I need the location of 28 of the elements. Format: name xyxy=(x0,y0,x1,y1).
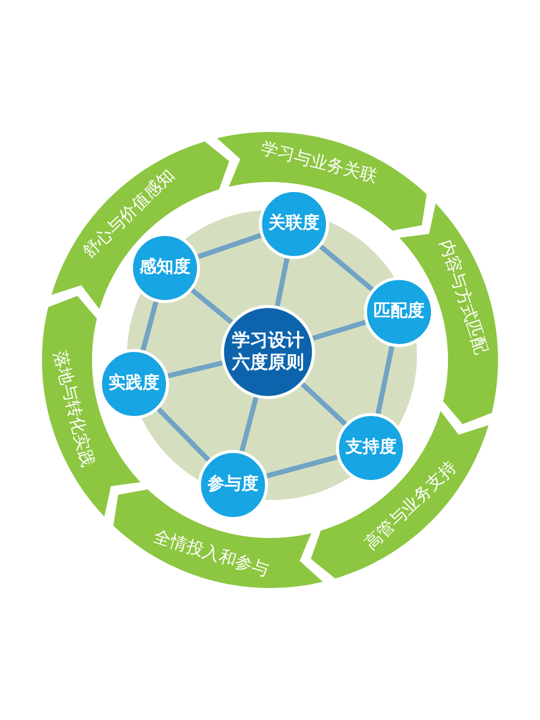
ring-arrow-segment xyxy=(217,132,427,231)
connector-line xyxy=(239,396,258,452)
circle-label: 参与度 xyxy=(208,474,258,496)
connector-line xyxy=(190,288,234,324)
segment-label: 内容与方式匹配 xyxy=(436,238,490,357)
connector-line xyxy=(197,232,262,260)
connector-line xyxy=(266,454,338,478)
segment-label: 学习与业务关联 xyxy=(259,140,380,186)
ring-arrow-segment xyxy=(42,295,141,517)
connector-line xyxy=(156,407,210,462)
circle-label: 感知度 xyxy=(140,257,190,279)
connector-line xyxy=(319,244,374,292)
connector-line xyxy=(312,320,366,341)
connector-line xyxy=(274,258,290,306)
segment-label: 高管与业务支持 xyxy=(362,458,460,554)
circle-label: 实践度 xyxy=(108,373,160,395)
connector-line xyxy=(300,382,348,426)
center-label: 学习设计六度原则 xyxy=(231,330,305,374)
circle-label: 匹配度 xyxy=(374,301,424,323)
circle-label: 支持度 xyxy=(346,437,396,459)
circle-label: 关联度 xyxy=(268,213,320,235)
ring-arrow-segment xyxy=(310,410,489,579)
segment-label: 落地与转化实践 xyxy=(50,349,96,470)
ring-arrow-segment xyxy=(51,141,230,310)
connector-line xyxy=(140,301,158,351)
connector-line xyxy=(376,346,394,414)
segment-label: 全情投入和参与 xyxy=(151,528,270,580)
connector-line xyxy=(167,360,223,378)
